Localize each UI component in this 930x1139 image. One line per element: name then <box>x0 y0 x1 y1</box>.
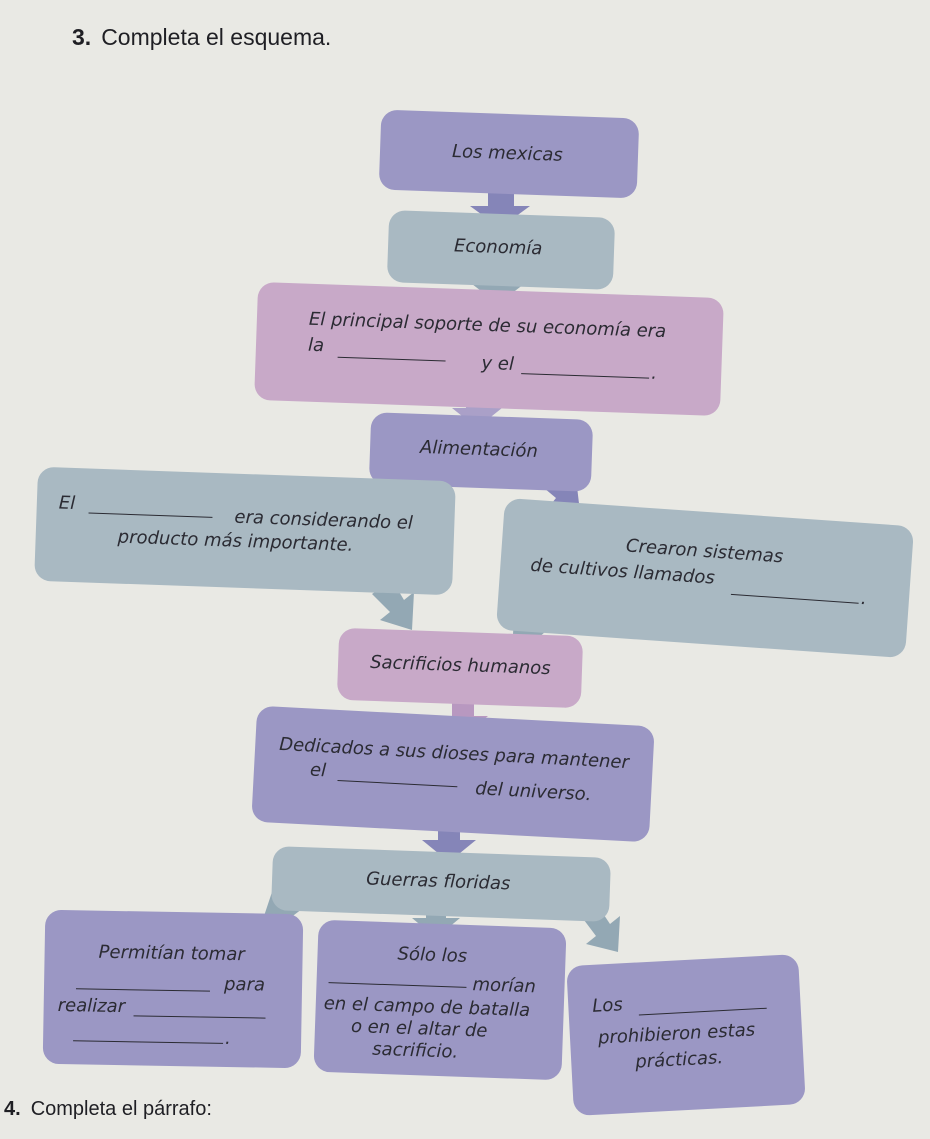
question-text: Completa el párrafo: <box>30 1098 212 1120</box>
node-dedicados-dioses: Dedicados a sus dioses para mantener el … <box>251 705 655 843</box>
blank-suffix-para: para <box>223 973 266 996</box>
question-number: 4. <box>4 1098 21 1120</box>
node-principal-soporte: El principal soporte de su economía era … <box>254 281 724 417</box>
blank-line[interactable] <box>75 988 210 992</box>
node-permitian-tomar: Permitían tomar para realizar . <box>42 909 304 1069</box>
node-economia: Economía <box>386 210 616 290</box>
node-producto-importante: El era considerando el producto más impo… <box>34 466 456 596</box>
node-text-line5: sacrificio. <box>371 1038 459 1063</box>
blank-prefix-el: el <box>309 759 327 782</box>
node-text-line2: del universo. <box>474 778 592 806</box>
node-label: Los mexicas <box>451 141 564 166</box>
arrow-down <box>472 270 524 304</box>
arrow-down <box>470 190 530 228</box>
period: . <box>224 1027 232 1050</box>
blank-suffix-morian: morían <box>472 974 537 998</box>
blank-prefix-y-el: y el <box>481 352 515 375</box>
question-text: Completa el esquema. <box>101 24 332 50</box>
blank-prefix-el: El <box>58 492 76 515</box>
blank-line[interactable] <box>133 1015 266 1019</box>
node-sacrificios-humanos: Sacrificios humanos <box>336 627 584 709</box>
node-text-line1: El principal soporte de su economía era <box>308 308 667 343</box>
node-text-line3: prácticas. <box>634 1047 724 1073</box>
blank-prefix-realizar: realizar <box>57 994 126 1018</box>
node-text-line1: Sólo los <box>397 943 468 967</box>
question-4-heading: 4. Completa el párrafo: <box>4 1098 212 1121</box>
node-label: Guerras floridas <box>365 868 511 895</box>
blank-line[interactable] <box>638 1007 767 1016</box>
node-label: Sacrificios humanos <box>369 651 551 680</box>
blank-line[interactable] <box>73 1040 224 1044</box>
blank-line[interactable] <box>328 982 467 988</box>
node-los-mexicas: Los mexicas <box>378 109 640 199</box>
node-text-line2: prohibieron estas <box>597 1019 756 1049</box>
blank-prefix-los: Los <box>591 994 624 1017</box>
blank-line[interactable] <box>730 593 859 604</box>
arrow-down <box>422 822 476 862</box>
question-number: 3. <box>72 24 92 50</box>
node-text-line1: Permitían tomar <box>98 941 245 966</box>
blank-line[interactable] <box>88 512 213 518</box>
arrow-down <box>412 906 460 938</box>
node-label: Alimentación <box>419 436 539 462</box>
node-guerras-floridas: Guerras floridas <box>270 846 612 922</box>
blank-line[interactable] <box>337 779 458 788</box>
node-text-line1: Dedicados a sus dioses para mantener <box>278 733 630 774</box>
period: . <box>860 587 868 610</box>
node-prohibieron: Los prohibieron estas prácticas. <box>566 954 806 1116</box>
blank-line[interactable] <box>337 356 446 362</box>
node-solo-los: Sólo los morían en el campo de batalla o… <box>313 919 567 1081</box>
blank-line[interactable] <box>521 373 650 379</box>
arrow-down <box>452 394 502 428</box>
node-label: Economía <box>453 235 543 260</box>
blank-prefix-la: la <box>307 334 325 357</box>
period: . <box>650 362 658 384</box>
question-3-heading: 3. Completa el esquema. <box>72 24 331 51</box>
